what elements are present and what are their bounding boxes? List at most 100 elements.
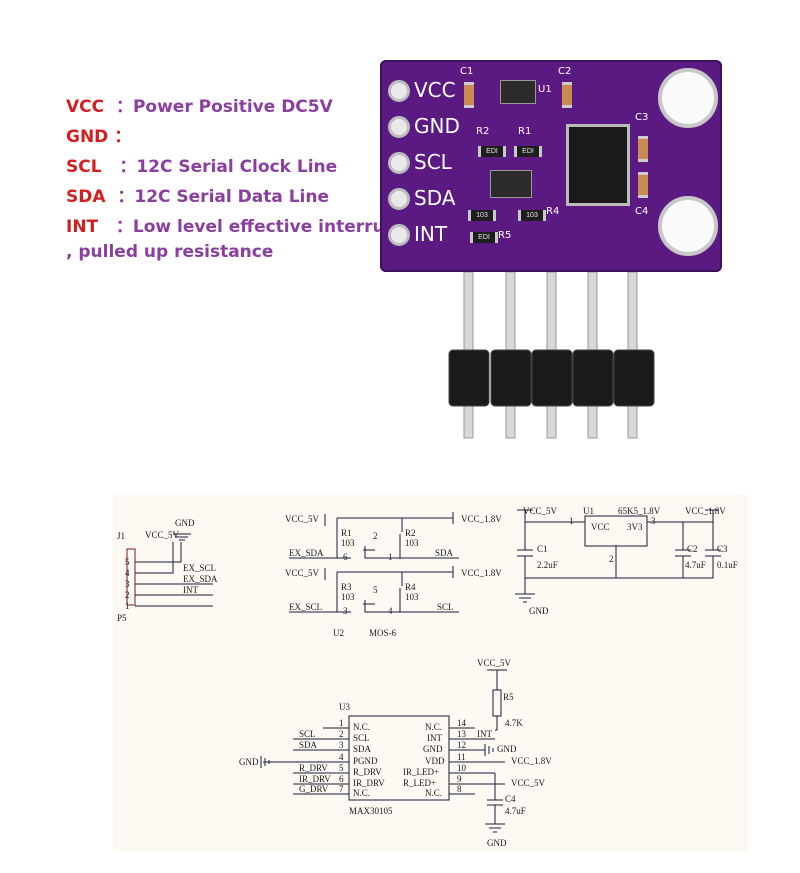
regulator-chip [500,80,536,104]
resistor-r4: 103 [518,210,546,221]
j1-net-int: INT [183,585,198,595]
max-gnd-bottom: GND [487,838,507,848]
reg-c1: C1 [537,544,548,554]
connector-j1: J1 5 4 3 2 1 P5 VCC_5V GND EX_SCL EX_SDA… [117,518,218,623]
level-shifter: VCC_5V VCC_1.8V R1 103 R2 103 2 6 1 EX_S… [285,512,502,638]
max-rpin-10: 10 [457,763,467,773]
pad-int [388,224,410,246]
j1-part: P5 [117,613,127,623]
capacitor-c2 [562,82,572,108]
ls-vcc18-bot: VCC_1.8V [461,568,502,578]
max-net-int: INT [477,729,492,739]
max-left-pins: GND SCL SDA R_DRV IR_DRV G_DRV 1 2 3 4 5… [239,718,385,798]
ls-ex-sda: EX_SDA [289,548,324,558]
max-lname-4: PGND [353,756,378,766]
j1-pin-1: 1 [125,601,130,611]
max-u3: U3 [339,702,350,712]
board-label-scl: SCL [414,150,452,174]
reg-c1-val: 2.2uF [537,560,558,570]
reg-c3-val: 0.1uF [717,560,738,570]
resistor-r5: EDI [470,232,498,243]
schematic: J1 5 4 3 2 1 P5 VCC_5V GND EX_SCL EX_SDA… [113,494,748,852]
max-net-vcc18: VCC_1.8V [511,756,552,766]
ls-vcc5v-top: VCC_5V [285,514,320,524]
max-lpin-7: 7 [339,784,344,794]
ls-u2-part: MOS-6 [369,628,397,638]
max-rname-13: INT [427,733,442,743]
ls-r3: R3 [341,582,352,592]
max-lname-2: SCL [353,733,370,743]
max-rpin-12: 12 [457,740,466,750]
pin-desc-sda: SDA ：12C Serial Data Line [66,187,330,207]
max-vcc5v-top: VCC_5V [477,658,512,668]
reg-pin1: 1 [569,516,574,526]
pin-header [448,272,655,439]
capacitor-c1 [464,82,474,108]
max-net-scl: SCL [299,729,316,739]
ls-pin-6: 6 [343,552,348,562]
max-net-sda: SDA [299,740,318,750]
capacitor-c3 [638,136,648,162]
reg-vcc-pin: VCC [591,522,610,532]
max-rpin-14: 14 [457,718,467,728]
ls-scl: SCL [437,602,454,612]
max-lpin-5: 5 [339,763,344,773]
board-label-sda: SDA [414,186,456,210]
max-net-ir-drv: IR_DRV [299,774,331,784]
mounting-hole-top [658,68,718,128]
silk-c2: C2 [558,66,572,77]
max30105-circuit: VCC_5V R5 4.7K U3 MAX30105 GND SCL SDA R… [239,658,552,848]
ls-u2: U2 [333,628,344,638]
max-lpin-6: 6 [339,774,344,784]
reg-u1: U1 [583,506,594,516]
regulator-circuit: VCC_5V U1 65K5_1.8V VCC_1.8V VCC 3V3 1 3… [515,506,738,616]
max-rname-8: N.C. [425,788,442,798]
max-lname-1: N.C. [353,722,370,732]
reg-vcc18: VCC_1.8V [685,506,726,516]
silk-r1: R1 [518,126,532,137]
pad-gnd [388,116,410,138]
silk-r5: R5 [498,230,512,241]
max-c4: C4 [505,794,516,804]
j1-vcc-label: VCC_5V [145,530,180,540]
max-lname-3: SDA [353,744,372,754]
pin-desc-vcc: VCC ：Power Positive DC5V [66,97,333,117]
max-part: MAX30105 [349,806,393,816]
max-net-vcc5v: VCC_5V [511,778,546,788]
max-c4-val: 4.7uF [505,806,526,816]
j1-pin-2: 2 [125,590,130,600]
ls-ex-scl: EX_SCL [289,602,322,612]
max-lname-7: N.C. [353,788,370,798]
max-lpin-1: 1 [339,718,344,728]
ls-vcc18-top: VCC_1.8V [461,514,502,524]
silk-r2: R2 [476,126,490,137]
max-rname-14: N.C. [425,722,442,732]
silk-c1: C1 [460,66,474,77]
pad-vcc [388,80,410,102]
board-label-int: INT [414,222,448,246]
max-rname-9: R_LED+ [403,778,436,788]
reg-3v3-pin: 3V3 [627,522,643,532]
board-label-gnd: GND [414,114,460,138]
pin-desc-int: INT ：Low level effective interruption [66,217,435,237]
j1-net-ex-sda: EX_SDA [183,574,218,584]
ls-pin-4: 4 [388,606,393,616]
reg-pin2: 2 [609,554,614,564]
max-r5: R5 [503,692,514,702]
ls-sda: SDA [435,548,454,558]
max-lpin-4: 4 [339,752,344,762]
resistor-r1: EDI [514,146,542,157]
max-rpin-11: 11 [457,752,466,762]
pin-desc-int-cont: , pulled up resistance [66,242,274,262]
j1-pin-5: 5 [125,557,130,567]
reg-vcc5v: VCC_5V [523,506,558,516]
reg-part: 65K5_1.8V [618,506,661,516]
max-rpin-8: 8 [457,784,462,794]
max-rname-12: GND [423,744,443,754]
ls-r2: R2 [405,528,416,538]
max-gnd-left: GND [239,757,259,767]
silk-r4: R4 [546,206,560,217]
max-lname-6: IR_DRV [353,778,385,788]
capacitor-c4 [638,172,648,198]
silk-u1: U1 [538,84,552,95]
